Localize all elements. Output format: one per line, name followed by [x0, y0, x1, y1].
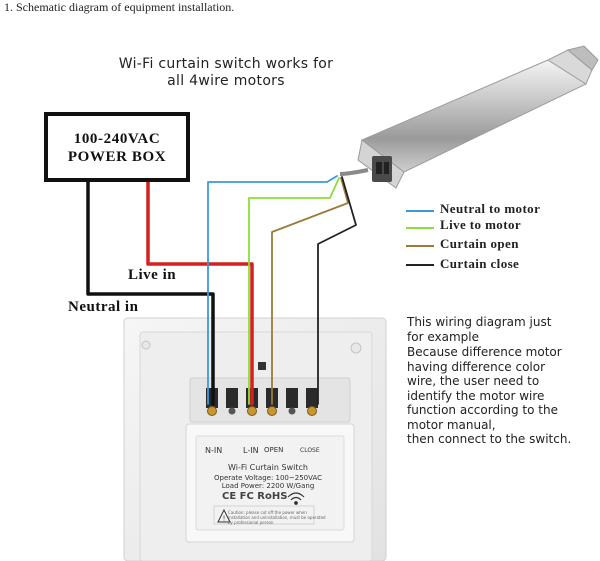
wire-neutral-motor — [207, 175, 338, 405]
note-line: Because difference motor — [407, 345, 562, 359]
legend-swatches — [406, 210, 434, 266]
panel-caution: Caution: please cut off the power when i… — [228, 510, 326, 525]
note-line: identify the motor wire — [407, 388, 545, 403]
live-in-label: Live in — [128, 267, 177, 283]
wires — [86, 175, 357, 406]
note-line: function according to the — [407, 403, 558, 417]
power-box-label: 100-240VAC POWER BOX — [48, 130, 186, 166]
heading-line-1: Wi-Fi curtain switch works for — [118, 56, 334, 72]
neutral-in-label: Neutral in — [68, 299, 139, 315]
terminal-block — [206, 388, 318, 416]
note-line: for example — [407, 329, 479, 344]
curtain-motor — [339, 45, 599, 189]
wire-curtain-open — [271, 177, 349, 405]
power-box — [44, 112, 190, 182]
diagram-heading: Wi-Fi curtain switch works for all 4wire… — [96, 56, 356, 90]
wire-curtain-close — [317, 176, 357, 405]
wire-neutral-in — [86, 180, 215, 406]
panel-voltage: Operate Voltage: 100~250VAC — [213, 474, 323, 482]
legend-curtain-open: Curtain open — [440, 236, 519, 251]
note-line: then connect to the switch. — [407, 432, 572, 446]
wiring-note: This wiring diagram just for example Bec… — [407, 315, 599, 447]
panel-label-l-in: L-IN — [243, 446, 259, 455]
panel-load: Load Power: 2200 W/Gang — [221, 482, 315, 490]
wifi-icon — [287, 492, 305, 505]
legend-neutral-to-motor: Neutral to motor — [440, 201, 541, 216]
power-box-title: POWER BOX — [67, 149, 167, 165]
panel-label-n-in: N-IN — [205, 446, 223, 455]
note-line: wire, the user need to — [407, 374, 540, 388]
svg-text:!: ! — [223, 515, 226, 523]
panel-cert-marks: CE FC RoHS — [222, 491, 288, 502]
note-line: motor manual, — [407, 417, 496, 432]
legend-live-to-motor: Live to motor — [440, 217, 522, 232]
step-title: 1. Schematic diagram of equipment instal… — [4, 0, 235, 14]
wire-live-in — [146, 180, 254, 406]
wire-live-motor — [248, 177, 340, 405]
legend-curtain-close: Curtain close — [440, 256, 520, 271]
note-line: having difference color — [407, 359, 546, 374]
panel-label-close: CLOSE — [300, 447, 320, 454]
panel-product-title: Wi-Fi Curtain Switch — [228, 463, 308, 472]
power-box-voltage: 100-240VAC — [73, 131, 161, 147]
panel-label-open: OPEN — [264, 446, 284, 454]
note-line: This wiring diagram just — [407, 315, 552, 329]
heading-line-2: all 4wire motors — [167, 73, 285, 89]
